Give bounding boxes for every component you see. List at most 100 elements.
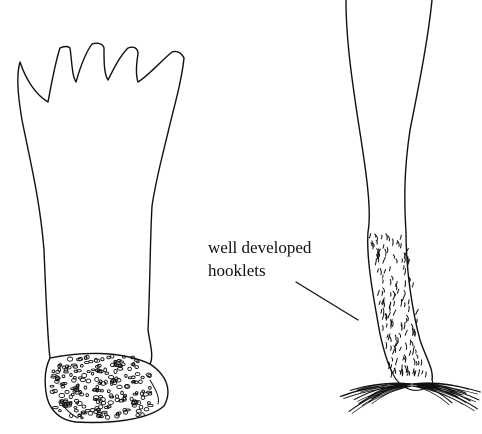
- granule-mark: [149, 387, 152, 390]
- granule-mark: [73, 376, 76, 379]
- granule-mark: [117, 385, 122, 388]
- granule-mark: [71, 364, 77, 366]
- hooklet-mark: [397, 241, 398, 244]
- granule-mark: [86, 379, 91, 383]
- hooklet-mark: [408, 257, 409, 263]
- granule-mark: [52, 370, 55, 373]
- granule-mark: [121, 391, 124, 395]
- granule-mark: [108, 401, 113, 405]
- hooklet-mark: [405, 303, 406, 307]
- granule-mark: [70, 373, 72, 376]
- hooklet-mark: [414, 346, 415, 349]
- hooklet-mark: [388, 313, 390, 318]
- granule-mark: [107, 356, 110, 359]
- granule-mark: [135, 366, 139, 369]
- granule-mark: [148, 404, 153, 406]
- hooklet-mark: [383, 326, 384, 331]
- hooklet-mark: [396, 340, 397, 345]
- hooklet-mark: [381, 310, 382, 314]
- hooklet-mark: [387, 247, 388, 252]
- hooklet-mark: [409, 371, 410, 375]
- hooklet-mark: [391, 365, 392, 368]
- hooklet-mark: [394, 301, 395, 305]
- left-specimen-base-band: [50, 353, 150, 364]
- granule-mark: [59, 410, 62, 412]
- hooklet-mark: [385, 314, 386, 319]
- hooklet-mark: [416, 309, 419, 314]
- hooklet-mark: [406, 343, 407, 350]
- hooklet-mark: [401, 325, 402, 330]
- hooklet-mark: [407, 366, 408, 372]
- granule-mark: [86, 394, 89, 397]
- hooklet-mark: [422, 371, 423, 374]
- hooklets: [369, 234, 426, 378]
- hooklet-mark: [402, 295, 404, 301]
- hooklet-mark: [410, 340, 411, 345]
- hooklet-mark: [425, 372, 426, 377]
- granule-mark: [84, 361, 89, 363]
- hooklet-mark: [405, 257, 406, 262]
- hooklet-mark: [393, 255, 394, 258]
- granule-mark: [58, 368, 61, 371]
- granule-mark: [82, 405, 86, 408]
- granule-mark: [105, 372, 109, 374]
- granule-mark: [71, 393, 74, 396]
- hooklet-mark: [393, 310, 396, 315]
- granule-mark: [99, 405, 103, 409]
- hooklet-mark: [400, 235, 401, 239]
- granule-mark: [80, 364, 83, 367]
- hooklet-mark: [401, 371, 402, 374]
- hooklet-mark: [412, 283, 413, 287]
- granule-mark: [139, 405, 143, 409]
- granule-mark: [107, 390, 110, 393]
- hooklet-mark: [393, 291, 395, 295]
- granule-mark: [144, 408, 149, 411]
- basal-rays: [340, 383, 480, 413]
- granule-mark: [92, 369, 96, 371]
- hooklet-mark: [378, 253, 379, 260]
- hooklet-mark: [392, 276, 394, 280]
- hooklet-mark: [405, 269, 406, 275]
- granule-mark: [84, 386, 87, 389]
- hooklet-mark: [417, 319, 418, 323]
- hooklet-mark: [381, 235, 382, 239]
- granule-mark: [117, 368, 123, 371]
- hooklet-mark: [389, 336, 391, 342]
- granule-mark: [62, 375, 65, 378]
- granule-mark: [104, 368, 107, 372]
- hooklet-mark: [394, 368, 395, 373]
- granule-mark: [87, 370, 90, 372]
- granule-mark: [101, 358, 104, 361]
- hooklet-mark: [405, 281, 406, 287]
- hooklet-mark: [406, 319, 407, 322]
- left-specimen-granules: [50, 354, 153, 419]
- hooklet-mark: [421, 360, 422, 365]
- hooklet-mark: [382, 275, 383, 278]
- granule-mark: [125, 374, 127, 377]
- annotation-line-1: well developed: [208, 236, 348, 259]
- hooklet-mark: [418, 361, 419, 364]
- granule-mark: [139, 380, 143, 384]
- hooklet-mark: [384, 269, 386, 273]
- hooklet-mark: [417, 355, 418, 358]
- granule-mark: [91, 372, 93, 375]
- hooklet-mark: [392, 358, 393, 361]
- hooklet-mark: [411, 341, 413, 345]
- hooklet-mark: [400, 347, 402, 350]
- hooklet-mark: [401, 300, 402, 307]
- hooklet-mark: [388, 236, 390, 241]
- hooklet-mark: [385, 249, 386, 255]
- granule-mark: [102, 411, 107, 413]
- hooklet-mark: [400, 244, 401, 248]
- hooklet-mark: [407, 372, 408, 375]
- hooklet-mark: [414, 359, 415, 365]
- granule-mark: [64, 371, 69, 373]
- hooklet-mark: [376, 241, 377, 245]
- granule-mark: [116, 379, 121, 383]
- hooklet-mark: [390, 320, 391, 326]
- granule-mark: [67, 357, 72, 361]
- granule-mark: [85, 409, 90, 411]
- granule-mark: [123, 356, 126, 359]
- hooklet-mark: [382, 314, 384, 319]
- granule-mark: [128, 377, 131, 379]
